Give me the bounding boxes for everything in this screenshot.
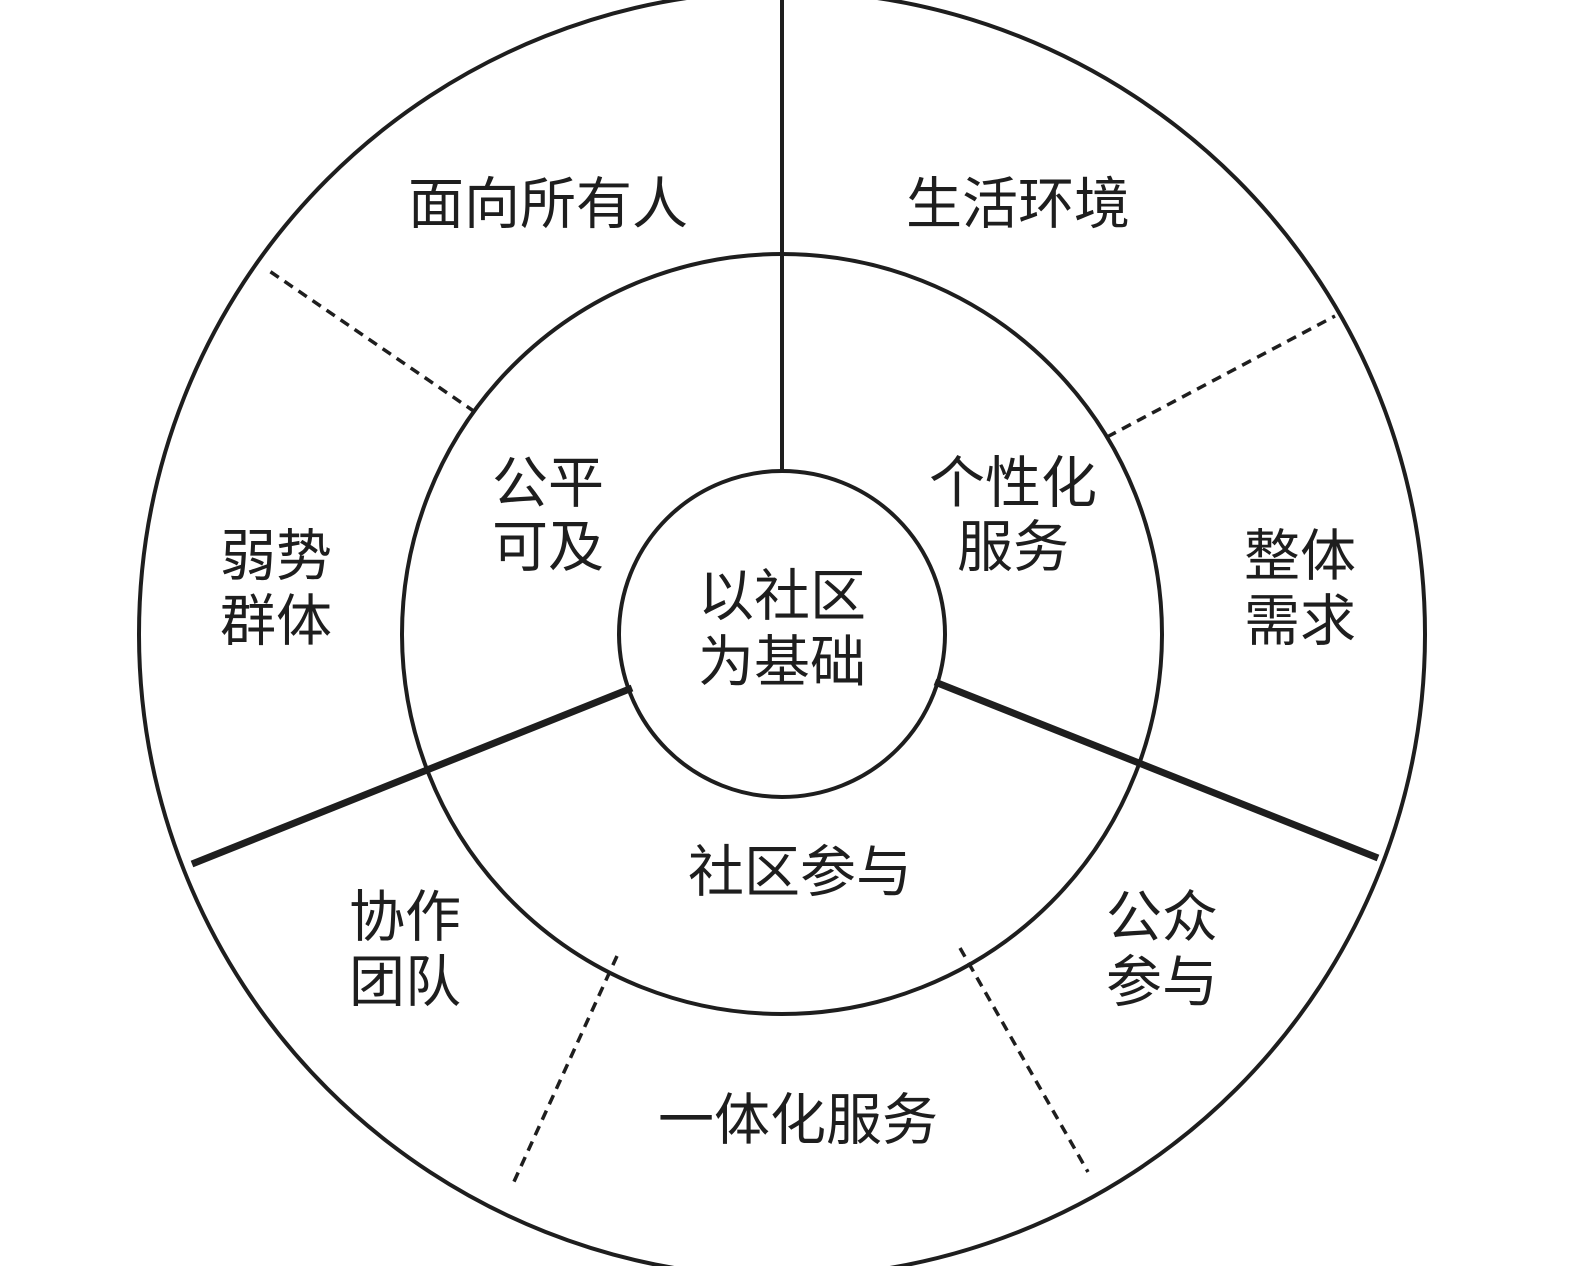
outer-left-label-line-2: 群体 [220, 590, 332, 655]
middle-top-right-label-line-2: 服务 [957, 516, 1069, 581]
outer-right-label-line-2: 需求 [1244, 590, 1356, 655]
outer-ring [137, 0, 1427, 1266]
outer-left-label-line-1: 弱势 [220, 525, 332, 590]
dashed-divider-lower-right [958, 947, 1090, 1173]
outer-bottom-left-label-line-1: 协作 [349, 886, 461, 951]
outer-bottom-left-label-line-2: 团队 [349, 951, 461, 1016]
dashed-divider-upper-left [264, 266, 476, 414]
outer-top-left-label: 面向所有人 [408, 173, 688, 238]
divider-lower-right [933, 678, 1380, 862]
middle-bottom-label: 社区参与 [688, 841, 912, 906]
outer-top-right-label: 生活环境 [906, 173, 1130, 238]
outer-bottom-right-label-line-1: 公众 [1106, 886, 1218, 951]
center-label-line-1: 以社区 [698, 565, 866, 630]
outer-right-label-line-1: 整体 [1244, 525, 1356, 590]
middle-top-left-label-line-2: 可及 [492, 516, 604, 581]
middle-top-right-label-line-1: 个性化 [929, 452, 1097, 517]
center-label-line-2: 为基础 [698, 631, 866, 696]
outer-bottom-label: 一体化服务 [658, 1089, 938, 1154]
middle-top-left-label-line-1: 公平 [492, 452, 604, 517]
divider-lower-left [190, 684, 634, 868]
dashed-divider-upper-right [1106, 314, 1336, 439]
outer-bottom-right-label-line-2: 参与 [1106, 951, 1218, 1016]
dashed-divider-lower-left [510, 955, 619, 1187]
